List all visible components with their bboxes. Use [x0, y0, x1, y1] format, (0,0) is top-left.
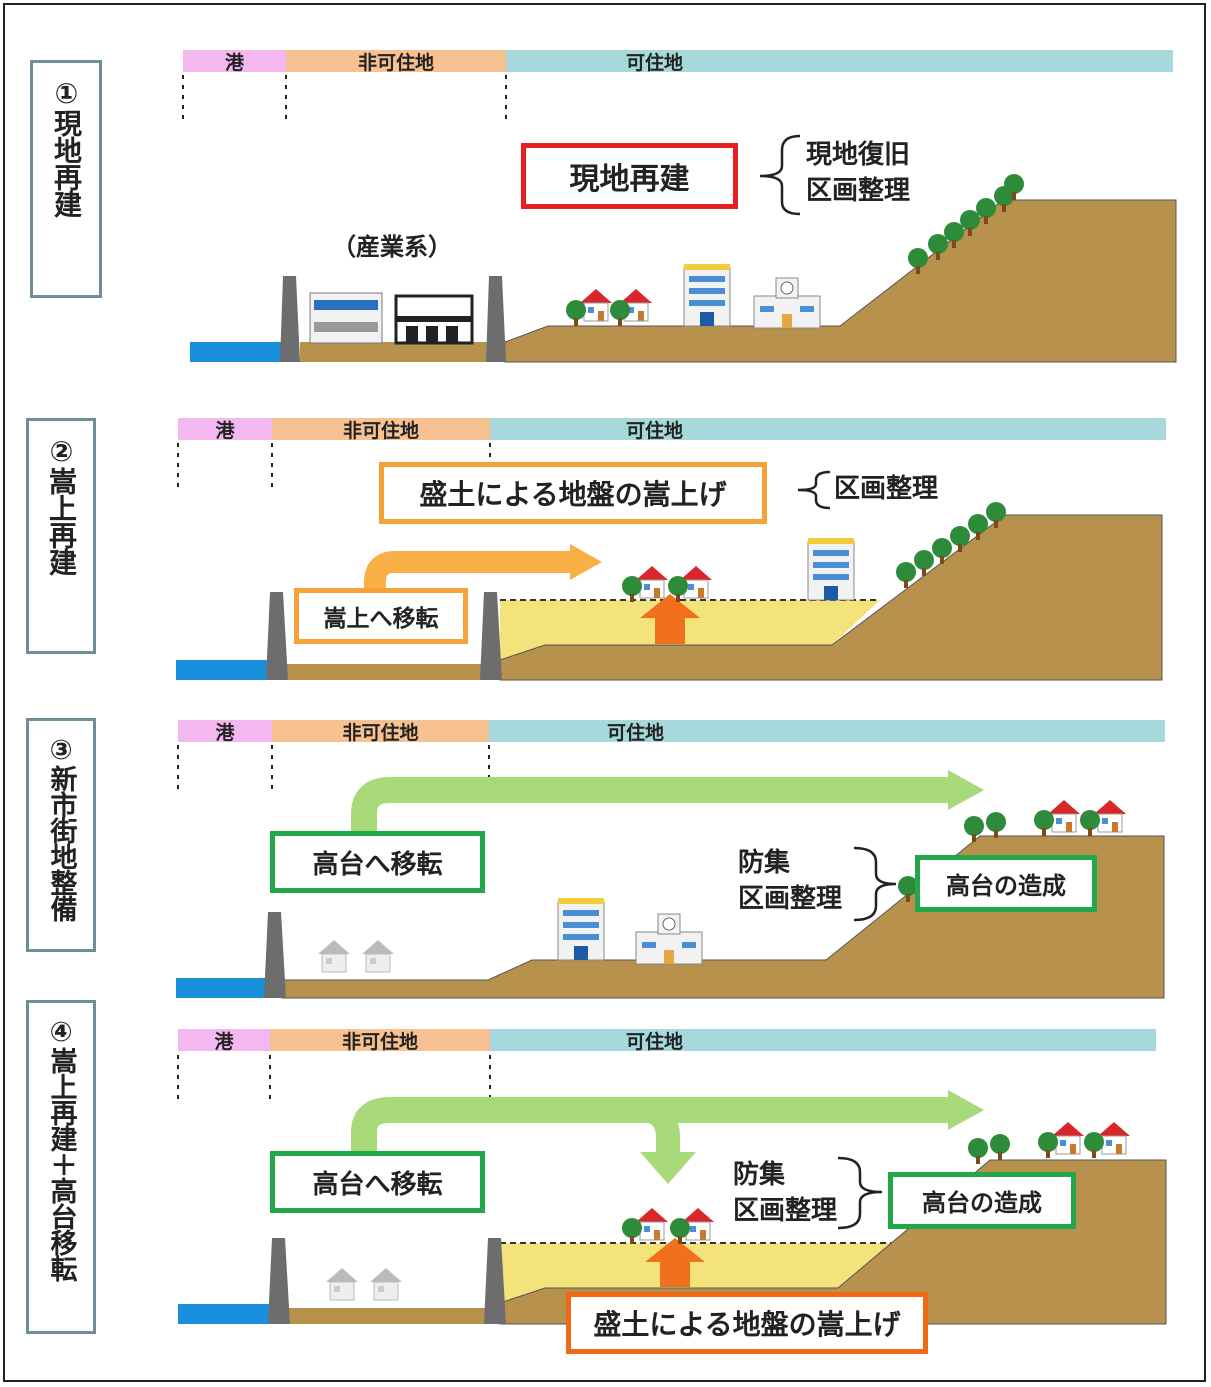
panel-3-highland-box: 高台の造成 [915, 855, 1097, 912]
panel-4-bottom-box: 盛土による地盤の嵩上げ [566, 1292, 928, 1354]
panel-3-label: ③新市街地整備 [26, 718, 96, 952]
panel-4-move-box: 高台へ移転 [270, 1151, 485, 1213]
panel-1-zone-residential: 可住地 [506, 50, 1173, 74]
panel-1-industry-label: （産業系） [332, 233, 452, 261]
panel-2-zone-port: 港 [178, 418, 272, 442]
panel-3-bracket-item-2: 区画整理 [738, 884, 843, 914]
panel-2-move-box: 嵩上へ移転 [294, 588, 468, 644]
panel-3-zone-port: 港 [178, 720, 272, 744]
panel-4-label: ④嵩上再建＋高台移転 [26, 1000, 96, 1334]
panel-1-bracket-item-1: 現地復旧 [806, 140, 911, 170]
panel-2-scene [176, 443, 1163, 681]
panel-2-zone-nonresidential: 非可住地 [272, 418, 490, 442]
panel-4-zone-residential: 可住地 [490, 1029, 1156, 1053]
panel-1-bracket-item-2: 区画整理 [806, 176, 911, 206]
panel-2-zone-residential: 可住地 [490, 418, 1166, 442]
panel-2-main-box: 盛土による地盤の嵩上げ [379, 462, 767, 524]
panel-1-label: ①現地再建 [30, 60, 102, 298]
panel-4-bracket-item-1: 防集 [733, 1160, 786, 1190]
panel-4-zone-nonresidential: 非可住地 [270, 1029, 490, 1053]
panel-4-highland-box: 高台の造成 [888, 1172, 1076, 1229]
panel-1-scene [182, 75, 1177, 363]
panel-2-label: ②嵩上再建 [26, 418, 96, 654]
panel-4-bracket-item-2: 区画整理 [733, 1196, 838, 1226]
panel-1-zone-nonresidential: 非可住地 [286, 50, 506, 74]
panel-4-zone-port: 港 [178, 1029, 270, 1053]
panel-1-zone-port: 港 [183, 50, 286, 74]
panel-3-zone-residential: 可住地 [489, 720, 1165, 744]
panel-3-move-box: 高台へ移転 [270, 831, 485, 893]
panel-1-main-box: 現地再建 [521, 143, 738, 209]
figure-frame [3, 3, 1206, 1382]
panel-2-bracket-item-1: 区画整理 [834, 474, 939, 504]
panel-3-bracket-item-1: 防集 [738, 848, 791, 878]
panel-3-zone-nonresidential: 非可住地 [272, 720, 489, 744]
